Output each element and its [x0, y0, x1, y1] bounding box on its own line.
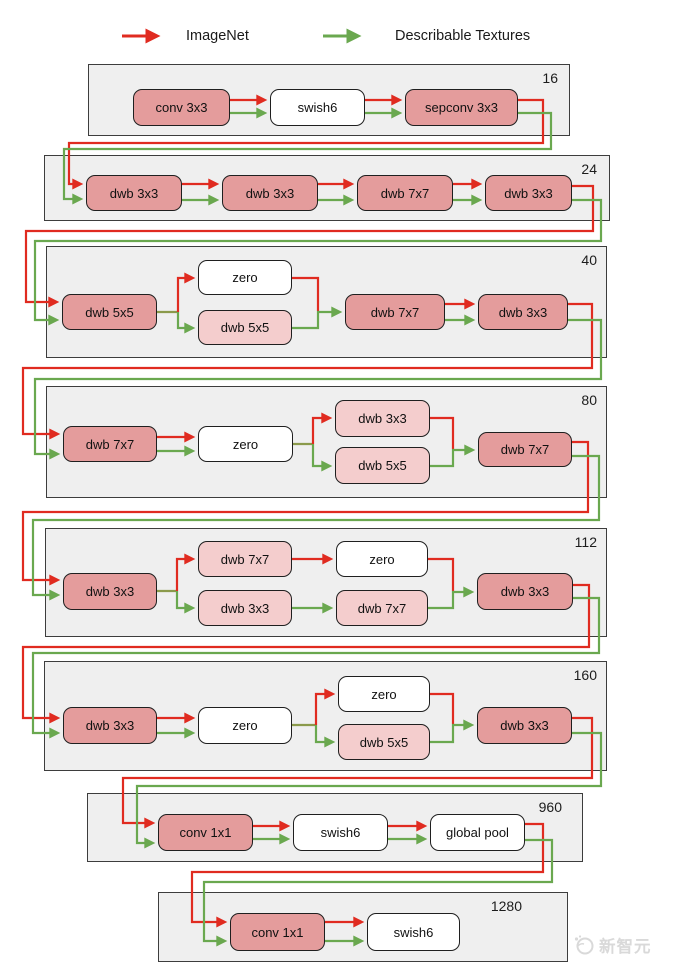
watermark-logo-icon [574, 935, 594, 955]
op-node-dwb-3x3: dwb 3x3 [485, 175, 572, 211]
op-node-dwb-7x7: dwb 7x7 [336, 590, 428, 626]
op-node-conv-1x1: conv 1x1 [158, 814, 253, 851]
op-node-conv-3x3: conv 3x3 [133, 89, 230, 126]
op-node-swish6: swish6 [270, 89, 365, 126]
op-node-dwb-7x7: dwb 7x7 [63, 426, 157, 462]
op-node-dwb-3x3: dwb 3x3 [198, 590, 292, 626]
op-node-dwb-5x5: dwb 5x5 [198, 310, 292, 345]
op-node-dwb-7x7: dwb 7x7 [345, 294, 445, 330]
op-node-dwb-3x3: dwb 3x3 [477, 573, 573, 610]
stage-channels-label: 16 [542, 70, 558, 86]
op-node-zero: zero [198, 426, 293, 462]
op-node-global-pool: global pool [430, 814, 525, 851]
stage-channels-label: 40 [581, 252, 597, 268]
op-node-conv-1x1: conv 1x1 [230, 913, 325, 951]
stage-channels-label: 1280 [490, 898, 522, 914]
stage-channels-label: 24 [581, 161, 597, 177]
op-node-dwb-7x7: dwb 7x7 [357, 175, 453, 211]
op-node-dwb-5x5: dwb 5x5 [338, 724, 430, 760]
op-node-zero: zero [198, 707, 292, 744]
stage-channels-label: 80 [581, 392, 597, 408]
op-node-dwb-3x3: dwb 3x3 [477, 707, 572, 744]
watermark-text: 新智元 [599, 938, 652, 956]
op-node-sepconv-3x3: sepconv 3x3 [405, 89, 518, 126]
op-node-swish6: swish6 [293, 814, 388, 851]
op-node-zero: zero [338, 676, 430, 712]
legend-label-describable-textures: Describable Textures [395, 28, 531, 44]
op-node-dwb-3x3: dwb 3x3 [335, 400, 430, 437]
op-node-dwb-7x7: dwb 7x7 [478, 432, 572, 467]
op-node-dwb-3x3: dwb 3x3 [478, 294, 568, 330]
op-node-zero: zero [336, 541, 428, 577]
watermark: 新智元 [572, 933, 652, 957]
op-node-dwb-5x5: dwb 5x5 [62, 294, 157, 330]
op-node-zero: zero [198, 260, 292, 295]
op-node-dwb-3x3: dwb 3x3 [63, 573, 157, 610]
op-node-dwb-3x3: dwb 3x3 [222, 175, 318, 211]
op-node-dwb-3x3: dwb 3x3 [63, 707, 157, 744]
op-node-dwb-7x7: dwb 7x7 [198, 541, 292, 577]
legend-label-imagenet: ImageNet [186, 28, 249, 44]
stage-channels-label: 112 [574, 534, 597, 550]
stage-channels-label: 960 [538, 799, 562, 815]
stage-channels-label: 160 [573, 667, 597, 683]
op-node-dwb-3x3: dwb 3x3 [86, 175, 182, 211]
op-node-dwb-5x5: dwb 5x5 [335, 447, 430, 484]
op-node-swish6: swish6 [367, 913, 460, 951]
